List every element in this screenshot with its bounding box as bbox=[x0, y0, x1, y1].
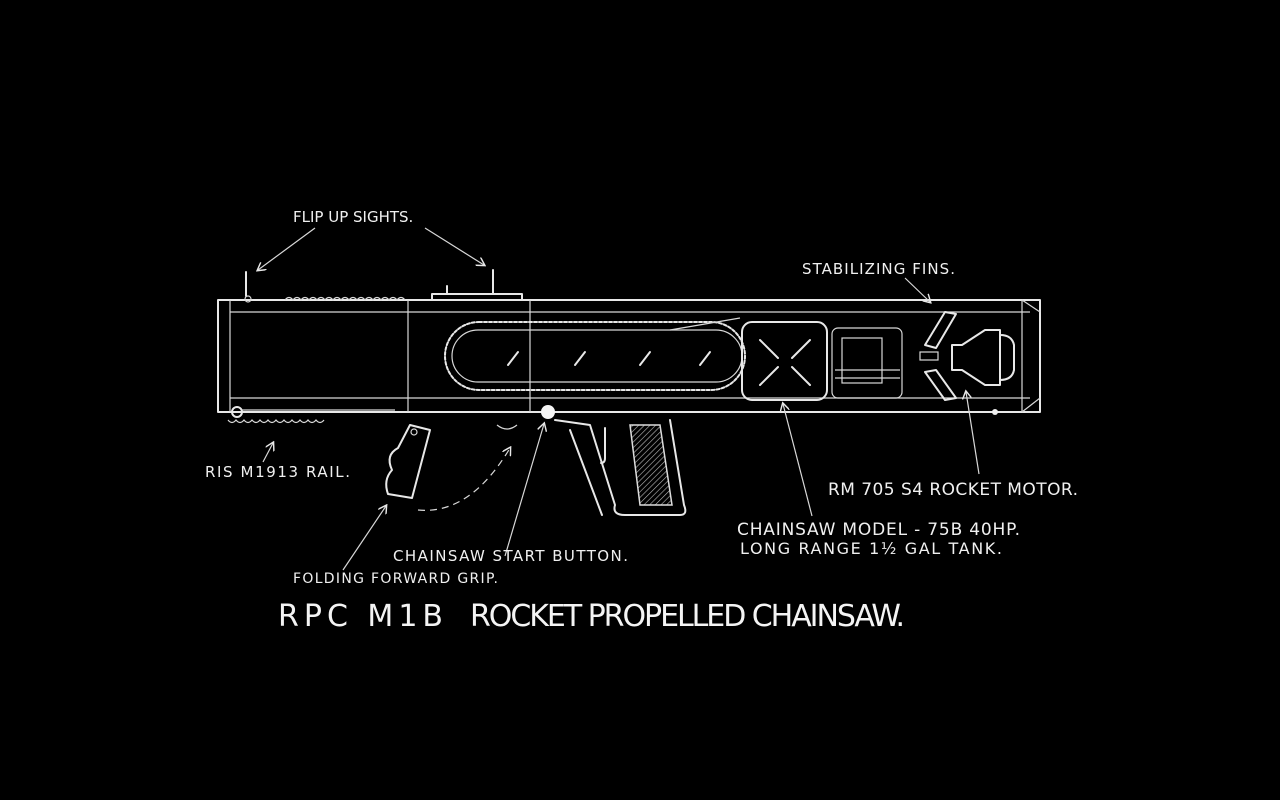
label-forward-grip: FOLDING FORWARD GRIP. bbox=[293, 571, 498, 587]
folding-forward-grip bbox=[385, 424, 510, 511]
label-ris-rail: RIS M1913 RAIL. bbox=[205, 463, 350, 481]
pistol-grip bbox=[496, 419, 687, 516]
title-model: RPC M1B bbox=[278, 599, 443, 634]
stabilizing-fins bbox=[919, 311, 957, 401]
label-stabilizing-fins: STABILIZING FINS. bbox=[802, 260, 955, 278]
label-rocket-motor: RM 705 S4 ROCKET MOTOR. bbox=[828, 480, 1078, 500]
label-fuel-tank: LONG RANGE 1½ GAL TANK. bbox=[740, 539, 1002, 558]
leader-arrows bbox=[258, 227, 980, 571]
label-start-button: CHAINSAW START BUTTON. bbox=[393, 547, 628, 565]
start-button bbox=[541, 405, 555, 419]
chainsaw-bar bbox=[444, 317, 746, 391]
rocket-motor bbox=[951, 329, 1015, 386]
label-chainsaw-model: CHAINSAW MODEL - 75B 40HP. bbox=[737, 520, 1020, 540]
launcher-tube bbox=[217, 299, 1041, 419]
label-flip-up-sights: FLIP UP SIGHTS. bbox=[293, 208, 413, 226]
ris-rail bbox=[227, 419, 325, 424]
title-name: ROCKET PROPELLED CHAINSAW. bbox=[470, 599, 905, 634]
top-rail bbox=[244, 269, 523, 303]
chainsaw-engine bbox=[741, 321, 903, 401]
